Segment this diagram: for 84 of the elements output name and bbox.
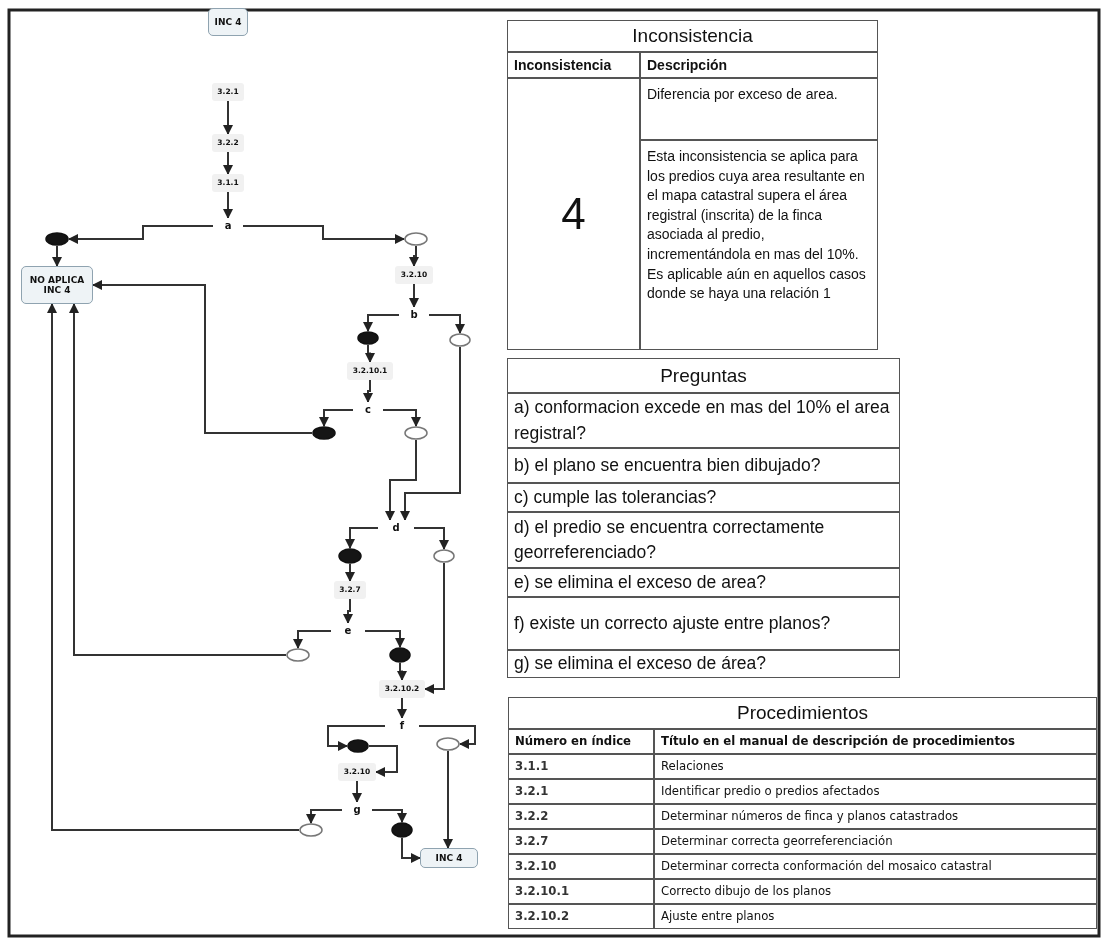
- arrow: [306, 809, 343, 824]
- terminal-box: NO APLICA INC 4: [21, 266, 93, 304]
- arrow: [371, 809, 407, 823]
- arrow: [443, 750, 453, 849]
- arrow: [345, 563, 355, 582]
- table-cell: Diferencia por exceso de area.: [640, 78, 878, 140]
- terminal-box: INC 4: [208, 8, 248, 36]
- oval-node: [389, 647, 411, 663]
- arrow: [382, 409, 421, 427]
- oval-node: [286, 648, 310, 662]
- arrow: [223, 151, 233, 175]
- arrow: [319, 409, 354, 427]
- oval-node: [347, 739, 369, 753]
- arrow: [424, 562, 445, 694]
- oval-node: [312, 426, 336, 440]
- arrow: [364, 630, 405, 648]
- column-header: Título en el manual de descripción de procedimientos: [654, 729, 1097, 754]
- table-cell: Identificar predio o predios afectados: [654, 779, 1097, 804]
- arrow: [400, 346, 461, 521]
- arrow: [368, 745, 398, 777]
- arrow: [397, 662, 407, 681]
- arrow: [413, 527, 449, 550]
- table-cell: Ajuste entre planos: [654, 904, 1097, 929]
- oval-node: [404, 426, 428, 440]
- table-cell: Determinar correcta conformación del mosaico catastral: [654, 854, 1097, 879]
- arrow: [365, 344, 375, 363]
- table-title: Preguntas: [507, 358, 900, 393]
- oval-node: [436, 737, 460, 751]
- arrow: [418, 725, 476, 749]
- oval-node: [357, 331, 379, 345]
- table-cell: Relaciones: [654, 754, 1097, 779]
- table-cell: Correcto dibujo de los planos: [654, 879, 1097, 904]
- arrow: [363, 379, 373, 403]
- arrow: [47, 303, 300, 831]
- table-title: Inconsistencia: [507, 20, 878, 52]
- arrow: [343, 598, 353, 624]
- table-cell: c) cumple las tolerancias?: [507, 483, 900, 512]
- arrow: [327, 725, 386, 751]
- table-cell: b) el plano se encuentra bien dibujado?: [507, 448, 900, 483]
- table-cell: 3.2.7: [508, 829, 654, 854]
- column-header: Número en índice: [508, 729, 654, 754]
- arrow: [409, 245, 419, 267]
- terminal-box: INC 4: [420, 848, 478, 868]
- table-cell: e) se elimina el exceso de area?: [507, 568, 900, 597]
- arrow: [293, 630, 332, 649]
- oval-node: [338, 548, 362, 564]
- arrow: [69, 303, 287, 656]
- table-cell: a) conformacion excede en mas del 10% el area registral?: [507, 393, 900, 448]
- column-header: Inconsistencia: [507, 52, 640, 78]
- arrow: [397, 697, 407, 719]
- arrow: [68, 225, 214, 244]
- table-cell: Esta inconsistencia se aplica para los predios cuya area resultante en el mapa catastral supera el área registral (inscrita) de la finca asociada al predio, incrementándola en mas del 10%. Es aplicable aún en aquellos casos donde se haya una relación 1: [640, 140, 878, 350]
- table-cell: 3.2.10: [508, 854, 654, 879]
- oval-node: [45, 232, 69, 246]
- table-cell: 3.2.1: [508, 779, 654, 804]
- table-cell: d) el predio se encuentra correctamente georreferenciado?: [507, 512, 900, 568]
- arrow: [345, 527, 379, 549]
- arrow: [401, 837, 421, 863]
- arrow: [409, 283, 419, 308]
- table-cell: g) se elimina el exceso de área?: [507, 650, 900, 678]
- arrow: [223, 191, 233, 219]
- oval-node: [391, 822, 413, 838]
- arrow: [92, 280, 313, 434]
- table-cell: 3.2.10.1: [508, 879, 654, 904]
- table-cell: 4: [507, 78, 640, 350]
- table-cell: Determinar números de finca y planos catastrados: [654, 804, 1097, 829]
- oval-node: [433, 549, 455, 563]
- arrow: [363, 314, 400, 332]
- oval-node: [404, 232, 428, 246]
- column-header: Descripción: [640, 52, 878, 78]
- arrow: [385, 439, 417, 521]
- table-title: Procedimientos: [508, 697, 1097, 729]
- table-cell: f) existe un correcto ajuste entre planos?: [507, 597, 900, 650]
- table-cell: 3.2.2: [508, 804, 654, 829]
- table-cell: Determinar correcta georreferenciación: [654, 829, 1097, 854]
- oval-node: [299, 823, 323, 837]
- arrow: [223, 100, 233, 135]
- arrow: [352, 780, 362, 803]
- oval-node: [449, 333, 471, 347]
- table-cell: 3.2.10.2: [508, 904, 654, 929]
- arrow: [52, 245, 62, 267]
- table-cell: 3.1.1: [508, 754, 654, 779]
- arrow: [428, 314, 465, 334]
- arrow: [242, 225, 405, 244]
